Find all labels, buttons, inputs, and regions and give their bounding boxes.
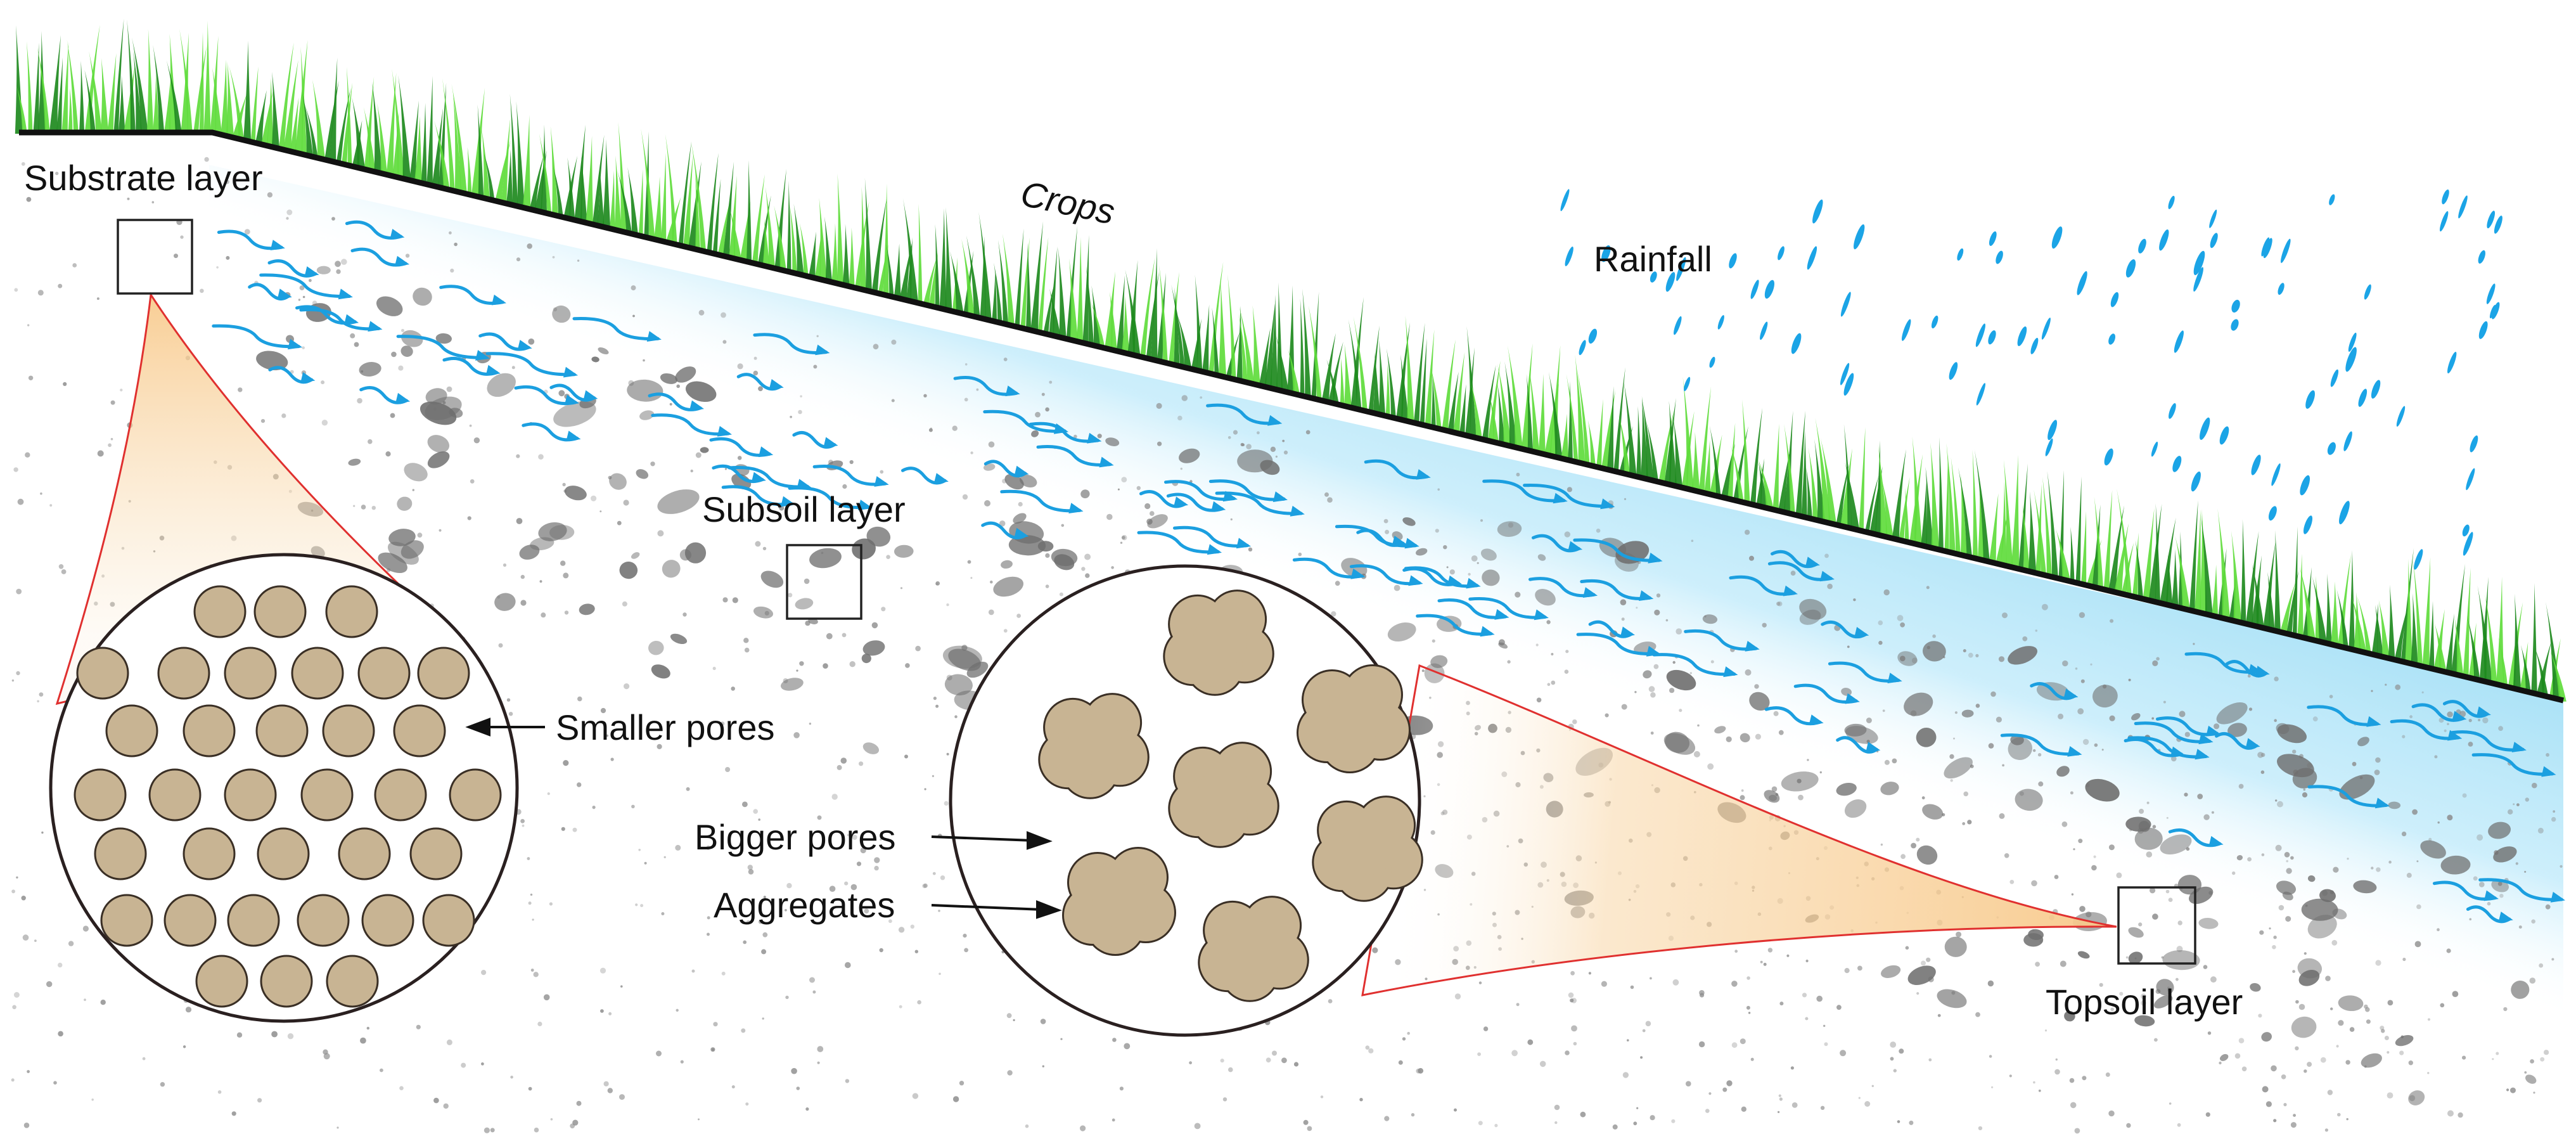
soil-particle: [300, 768, 354, 822]
soil-particle: [94, 827, 147, 880]
soil-particle: [325, 585, 378, 638]
rainfall-label: Rainfall: [1594, 239, 1712, 279]
soil-particle: [361, 894, 414, 947]
aggregates-label: Aggregates: [714, 885, 895, 925]
soil-aggregate: [1062, 847, 1176, 956]
topsoil-sample-box: [2117, 886, 2196, 965]
soil-aggregate: [1038, 693, 1150, 799]
rainfall-icon: [1560, 189, 2502, 570]
soil-particle: [227, 894, 280, 947]
bigger-pores-label: Bigger pores: [695, 817, 896, 857]
soil-particle: [163, 894, 217, 947]
soil-particle: [224, 768, 277, 822]
soil-particle: [326, 955, 379, 1008]
soil-aggregate: [1312, 796, 1423, 902]
water-flow-arrows: [212, 220, 2565, 924]
soil-particle: [417, 647, 470, 700]
soil-particle: [260, 955, 313, 1008]
soil-particle: [297, 894, 350, 947]
soil-particle: [374, 768, 427, 822]
soil-particle: [253, 585, 307, 638]
soil-particle: [105, 704, 158, 757]
soil-aggregate: [1297, 664, 1411, 773]
smaller-pores-label: Smaller pores: [556, 707, 774, 747]
aggregates-magnified-view: [949, 564, 1423, 1037]
water-layer: [209, 165, 2563, 1128]
soil-particle: [357, 647, 411, 700]
soil-particle: [257, 827, 310, 880]
soil-particle: [224, 647, 277, 700]
soil-particle: [393, 704, 446, 757]
ground-surface-line: [19, 129, 2565, 704]
grass-icon: [15, 18, 2566, 702]
soil-aggregate: [1163, 590, 1274, 696]
soil-particle: [422, 894, 475, 947]
soil-aggregate: [1198, 896, 1309, 1002]
soil-particle: [449, 768, 502, 822]
soil-particle: [157, 647, 210, 700]
soil-particle: [255, 704, 309, 757]
soil-aggregate: [1168, 742, 1279, 848]
subsoil-sample-box: [786, 544, 862, 620]
soil-particle: [100, 894, 153, 947]
soil-particle: [195, 955, 248, 1008]
topsoil-layer-label: Topsoil layer: [2046, 982, 2243, 1022]
soil-particle: [322, 704, 375, 757]
soil-particle: [183, 827, 236, 880]
soil-particle: [74, 768, 127, 822]
soil-particle: [409, 827, 463, 880]
substrate-sample-box: [117, 219, 193, 295]
soil-aggregates: [1038, 590, 1423, 1002]
substrate-layer-label: Substrate layer: [24, 158, 263, 198]
crops-label: Crops: [1018, 173, 1118, 232]
soil-particle: [193, 585, 247, 638]
soil-particle: [76, 647, 129, 700]
soil-particle: [183, 704, 236, 757]
pointer-arrows: [465, 718, 1062, 919]
subsoil-layer-label: Subsoil layer: [702, 489, 906, 529]
soil-particle: [148, 768, 202, 822]
soil-particles: [74, 585, 502, 1008]
soil-particle: [338, 827, 391, 880]
soil-particle: [291, 647, 344, 700]
smaller-pores-magnified-view: [49, 553, 519, 1023]
